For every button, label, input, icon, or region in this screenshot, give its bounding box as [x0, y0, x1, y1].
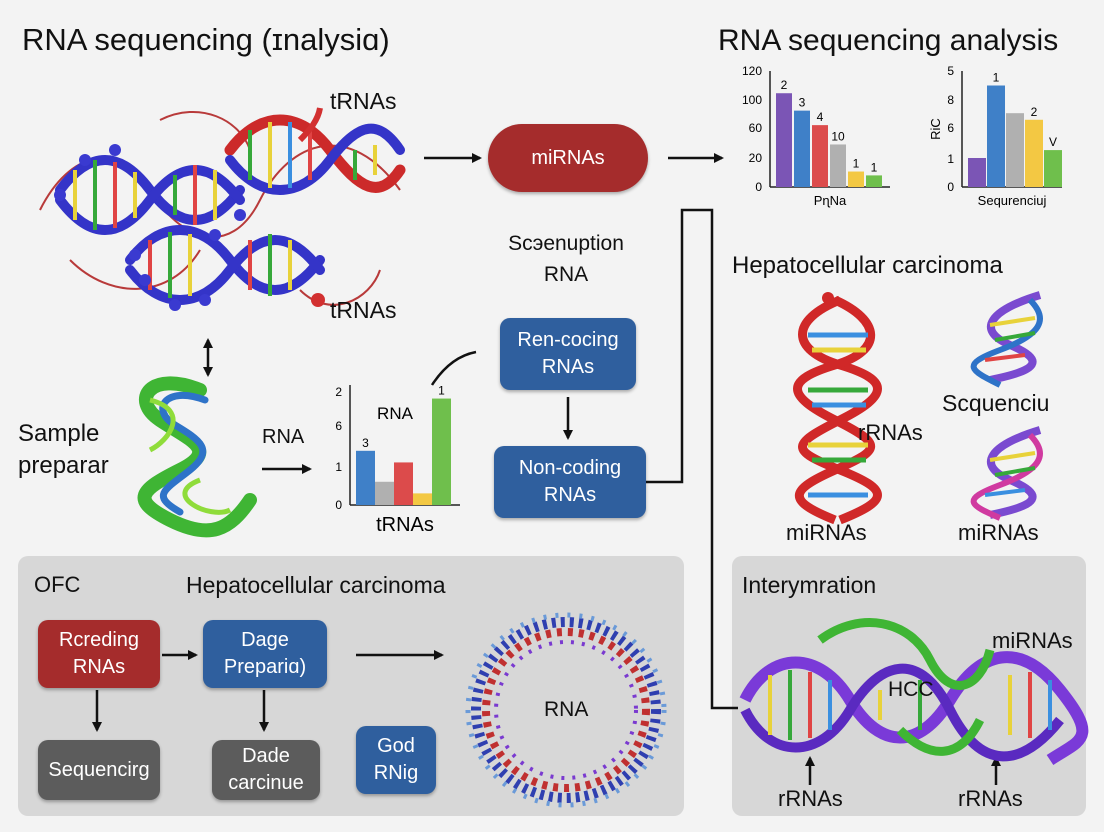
- bar-value-label: 3: [362, 436, 369, 450]
- label-scpenuption: Scэenuption RNA: [508, 232, 624, 286]
- purple-helix-network-illustration: [739, 618, 1089, 766]
- y-tick-label: 120: [742, 64, 762, 78]
- label-sample-prep: Sample preparar: [18, 420, 109, 479]
- label-hepato-panel: Hepatocellular carcinoma: [186, 572, 446, 598]
- label-trnas-top: tRNAs: [330, 88, 397, 114]
- bar: [1025, 119, 1043, 187]
- bar: [413, 493, 432, 505]
- bar: [1006, 113, 1024, 187]
- dage-preparia-box: Dage Prepariɑ): [203, 620, 327, 688]
- rna-ring-illustration: [465, 612, 667, 808]
- bar: [830, 144, 846, 187]
- bar-value-label: 3: [799, 96, 806, 110]
- dna-cluster-illustration: [39, 107, 406, 311]
- label-rna-ring: RNA: [544, 698, 589, 721]
- label-mirnas-panel: miRNAs: [992, 628, 1073, 653]
- y-tick-label: 8: [947, 93, 954, 107]
- sequencing-box: Sequencirg: [38, 740, 160, 800]
- small-helix-bottom-illustration: [970, 426, 1043, 521]
- bar: [968, 158, 986, 187]
- bar: [356, 450, 375, 505]
- y-tick-label: 20: [749, 151, 763, 165]
- bar-value-label: 1: [438, 384, 445, 398]
- helix-cluster-b: [125, 225, 325, 305]
- bar: [794, 110, 810, 187]
- y-tick-label: 0: [947, 180, 954, 194]
- bar-value-label: 4: [817, 110, 824, 124]
- bar-value-label: 1: [871, 160, 878, 174]
- rencocing-rnas-box: Ren-cocing RNAs: [500, 318, 636, 390]
- bar-value-label: 1: [853, 157, 860, 171]
- dade-carcinue-box: Dade carcinue: [212, 740, 320, 800]
- page-title-left: RNA sequencing (ɪnalysiɑ): [22, 22, 390, 57]
- label-intermation: Interуmration: [742, 572, 877, 598]
- label-mirnas-left: miRNAs: [786, 520, 867, 545]
- y-tick-label: 100: [742, 93, 762, 107]
- label-hepato-right: Hepatocellular carcinoma: [732, 252, 1003, 279]
- y-tick-label: 2: [335, 385, 342, 399]
- bar: [1044, 150, 1062, 187]
- chart-title: RNA: [377, 404, 414, 423]
- label-rrnas-bottom-left: rRNAs: [778, 786, 843, 811]
- curve-connector: [430, 350, 477, 386]
- bar-value-label: 10: [831, 129, 845, 143]
- bar-value-label: V: [1049, 135, 1057, 149]
- bar-value-label: 2: [1031, 105, 1038, 119]
- y-tick-label: 6: [947, 121, 954, 135]
- y-tick-label: 1: [947, 152, 954, 166]
- helix-cluster-c: [224, 114, 406, 195]
- small-helix-top-illustration: [970, 291, 1043, 388]
- y-tick-label: 6: [335, 419, 342, 433]
- label-rna-helix: RNA: [262, 426, 305, 448]
- green-helix-illustration: [137, 376, 257, 538]
- label-ofc: OFC: [34, 572, 81, 597]
- label-trnas-mid: tRNAs: [330, 297, 397, 323]
- bracket-connector: [646, 208, 738, 710]
- bar: [848, 171, 864, 187]
- page-title-right: RNA sequencing analysis: [718, 24, 1059, 57]
- bar: [432, 398, 451, 505]
- label-rrnas-bottom-right: rRNAs: [958, 786, 1023, 811]
- helix-cluster-a: [55, 155, 245, 235]
- y-tick-label: 1: [335, 460, 342, 474]
- bar: [375, 481, 394, 505]
- y-tick-label: 5: [947, 64, 954, 78]
- label-hcc: HCC: [888, 678, 934, 701]
- y-axis-title: RiC: [928, 118, 943, 140]
- god-rnig-box: God RNig: [356, 726, 436, 794]
- bar: [987, 85, 1005, 187]
- bar: [394, 462, 413, 505]
- y-tick-label: 0: [335, 498, 342, 512]
- bar-value-label: 2: [781, 78, 788, 92]
- label-rrnas-right: rRNAs: [858, 420, 923, 445]
- x-axis-title: РɳNa: [814, 193, 847, 208]
- bar: [866, 175, 882, 187]
- bar-chart-top-right: 0 1 6 8 5 1 2V Sequrenciuj RiC: [928, 64, 1062, 208]
- y-tick-label: 60: [749, 121, 763, 135]
- x-axis-title: Sequrenciuj: [978, 193, 1047, 208]
- mirnas-box: miRNAs: [488, 124, 648, 192]
- y-tick-label: 0: [755, 180, 762, 194]
- red-helix-illustration: [793, 292, 882, 525]
- x-axis-title: tRNAs: [376, 514, 434, 536]
- rcreding-rnas-box: Rcreding RNAs: [38, 620, 160, 688]
- bar-value-label: 1: [993, 71, 1000, 85]
- bar: [812, 125, 828, 187]
- label-scquenciu: Scquenciu: [942, 390, 1050, 416]
- bar-chart-small: 0 1 6 2 3 1 tRNAs RNA: [335, 384, 460, 536]
- noncoding-rnas-box: Non-coding RNAs: [494, 446, 646, 518]
- bar: [776, 93, 792, 187]
- label-mirnas-right: miRNAs: [958, 520, 1039, 545]
